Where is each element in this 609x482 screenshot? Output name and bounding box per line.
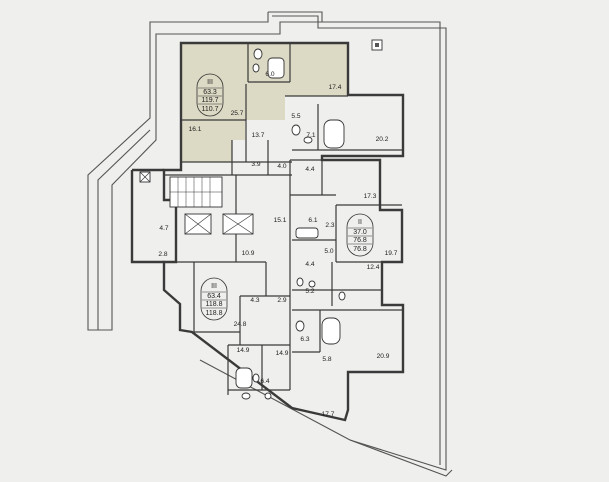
apartment-total-area: 118.8 bbox=[206, 301, 223, 308]
room-area-label: 2.3 bbox=[325, 222, 334, 229]
room-area-label: 6.1 bbox=[308, 217, 317, 224]
apartment-living-area: 63.3 bbox=[203, 89, 217, 96]
room-area-labels: 6.0 17.4 25.7 16.1 5.5 7.1 20.2 13.7 3.9… bbox=[158, 71, 397, 418]
apartment-total-area: 119.7 bbox=[202, 97, 219, 104]
room-area-label: 7.1 bbox=[306, 132, 315, 139]
room-area-label: 17.3 bbox=[364, 193, 377, 200]
building-walls bbox=[130, 41, 405, 422]
room-area-label: 12.4 bbox=[367, 264, 380, 271]
room-area-label: 3.9 bbox=[251, 161, 260, 168]
room-area-label: 16.1 bbox=[189, 126, 202, 133]
apartment-total-area-2: 110.7 bbox=[202, 106, 219, 113]
apartment-number: III bbox=[211, 283, 217, 290]
room-area-label: 20.2 bbox=[376, 136, 389, 143]
room-area-label: 6.4 bbox=[260, 378, 269, 385]
room-area-label: 5.0 bbox=[324, 248, 333, 255]
room-area-label: 5.2 bbox=[305, 288, 314, 295]
room-area-label: 24.8 bbox=[234, 321, 247, 328]
room-area-label: 25.7 bbox=[231, 110, 244, 117]
room-area-label: 6.3 bbox=[300, 336, 309, 343]
room-area-label: 13.7 bbox=[252, 132, 265, 139]
apartment-total-area: 76.8 bbox=[353, 237, 367, 244]
bathroom-fixtures bbox=[235, 48, 346, 400]
room-area-label: 4.7 bbox=[159, 225, 168, 232]
highlighted-apartment bbox=[181, 44, 348, 162]
apartment-number: II bbox=[358, 219, 362, 226]
apartment-number: III bbox=[207, 79, 213, 86]
apartment-badge-apt-3-bottom: III 63.4 118.8 118.8 bbox=[200, 277, 228, 321]
terrace-outlines bbox=[87, 11, 453, 477]
room-area-label: 17.4 bbox=[329, 84, 342, 91]
room-area-label: 10.9 bbox=[242, 250, 255, 257]
room-area-label: 2.9 bbox=[277, 297, 286, 304]
room-area-label: 4.0 bbox=[277, 163, 286, 170]
room-area-label: 17.7 bbox=[322, 411, 335, 418]
room-area-label: 5.5 bbox=[291, 113, 300, 120]
room-area-label: 4.3 bbox=[250, 297, 259, 304]
room-area-label: 14.9 bbox=[237, 347, 250, 354]
room-area-label: 19.7 bbox=[385, 250, 398, 257]
apartment-total-area-2: 76.8 bbox=[353, 246, 367, 253]
room-area-label: 4.4 bbox=[305, 261, 314, 268]
room-area-label: 20.9 bbox=[377, 353, 390, 360]
apartment-badge-apt-2-right: II 37.0 76.8 76.8 bbox=[346, 213, 374, 257]
apartment-total-area-2: 118.8 bbox=[206, 310, 223, 317]
room-area-label: 14.9 bbox=[276, 350, 289, 357]
apartment-living-area: 63.4 bbox=[207, 293, 221, 300]
stair-elevator-core bbox=[139, 39, 383, 235]
room-area-label: 2.8 bbox=[158, 251, 167, 258]
apartment-living-area: 37.0 bbox=[353, 229, 367, 236]
room-area-label: 5.8 bbox=[322, 356, 331, 363]
room-area-label: 4.4 bbox=[305, 166, 314, 173]
apartment-badge-apt-3-top: III 63.3 119.7 110.7 bbox=[196, 73, 224, 117]
room-area-label: 6.0 bbox=[265, 71, 274, 78]
room-area-label: 15.1 bbox=[274, 217, 287, 224]
